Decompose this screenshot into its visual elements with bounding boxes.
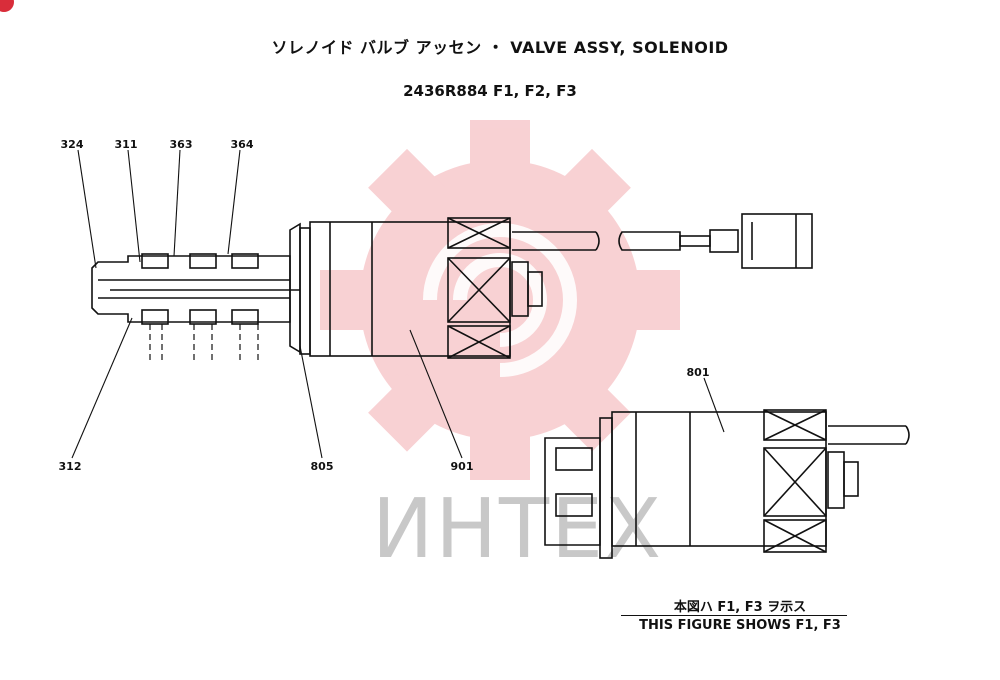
part-label-311: 311: [114, 138, 138, 151]
brand-logo: [0, 0, 14, 12]
part-label-363: 363: [169, 138, 193, 151]
figure-note-english: THIS FIGURE SHOWS F1, F3: [639, 618, 841, 633]
watermark-text: ИНТЕХ: [372, 482, 664, 577]
page-title: ソレノイド バルブ アッセン ・ VALVE ASSY, SOLENOID: [271, 38, 729, 57]
part-label-324: 324: [60, 138, 84, 151]
part-number-subtitle: 2436R884 F1, F2, F3: [403, 82, 577, 100]
part-label-312: 312: [58, 460, 82, 473]
part-label-801: 801: [686, 366, 710, 379]
part-label-901: 901: [450, 460, 474, 473]
part-label-364: 364: [230, 138, 254, 151]
part-label-805: 805: [310, 460, 334, 473]
note-divider: [621, 615, 847, 616]
figure-note-japanese: 本図ハ F1, F3 ヲ示ス: [673, 600, 807, 615]
